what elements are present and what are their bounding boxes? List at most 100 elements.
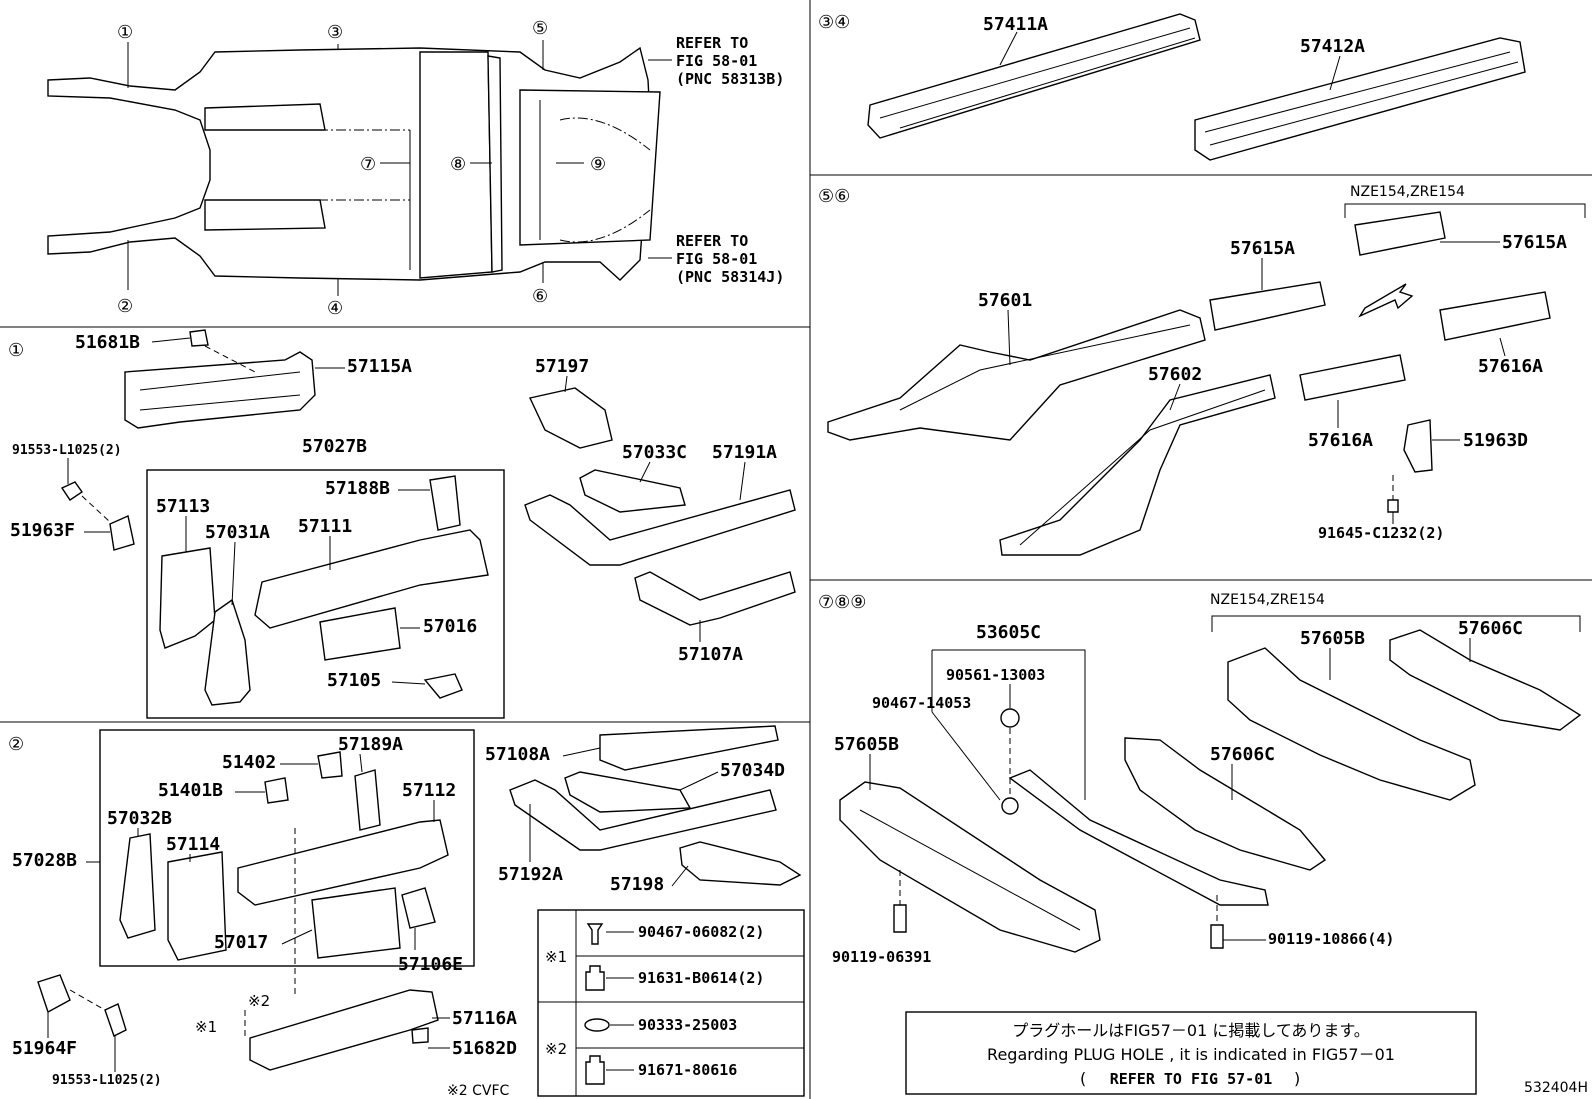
part-57113: 57113: [156, 496, 210, 517]
part-90119-06391: 90119-06391: [832, 948, 931, 966]
part-51964F: 51964F: [12, 1038, 77, 1059]
part-57016: 57016: [423, 616, 477, 637]
notice-jp: プラグホールはFIG57－01 に掲載してあります。: [1012, 1021, 1370, 1040]
part-51401B: 51401B: [158, 780, 223, 801]
notice-ref-open: (: [1080, 1069, 1086, 1088]
svg-text:REFER TO: REFER TO: [676, 34, 748, 52]
part-57112: 57112: [402, 780, 456, 801]
variant-label: NZE154,ZRE154: [1350, 184, 1465, 200]
section-1: ① 51681B 57115A 91553-: [8, 329, 796, 719]
part-57189A: 57189A: [338, 734, 403, 755]
fastener-table: ※1 ※2 90467-06082(2) 91631-B0614(2) 9033…: [537, 909, 805, 1097]
part-57028B: 57028B: [12, 850, 77, 871]
part-57412A: 57412A: [1300, 36, 1365, 57]
part-90467-14053: 90467-14053: [872, 694, 971, 712]
callout-2: ②: [117, 296, 133, 317]
part-57106E: 57106E: [398, 954, 463, 975]
part-91553-L1025: 91553-L1025(2): [12, 443, 122, 458]
svg-text:REFER TO: REFER TO: [676, 232, 748, 250]
fastener-91671-80616: 91671-80616: [638, 1061, 737, 1079]
part-57606C-left: 57606C: [1210, 744, 1275, 765]
part-91553-L1025-b: 91553-L1025(2): [52, 1073, 162, 1088]
part-51402: 51402: [222, 752, 276, 773]
part-57192A: 57192A: [498, 864, 563, 885]
overview-floor-frame: [47, 40, 672, 296]
mark-2: ※2: [248, 992, 270, 1010]
callout-4: ④: [327, 298, 343, 319]
part-57605B-right: 57605B: [1300, 628, 1365, 649]
part-57031A: 57031A: [205, 522, 270, 543]
part-90119-10866: 90119-10866(4): [1268, 930, 1394, 948]
part-57197: 57197: [535, 356, 589, 377]
part-51682D: 51682D: [452, 1038, 517, 1059]
part-57606C-right: 57606C: [1458, 618, 1523, 639]
part-57191A: 57191A: [712, 442, 777, 463]
footnote-cvfc: ※2 CVFC: [447, 1083, 509, 1099]
part-57032B: 57032B: [107, 808, 172, 829]
callout-1: ①: [117, 22, 133, 43]
callout-9: ⑨: [590, 154, 606, 175]
part-51681B: 51681B: [75, 332, 140, 353]
notice-en: Regarding PLUG HOLE , it is indicated in…: [987, 1045, 1395, 1064]
part-57107A: 57107A: [678, 644, 743, 665]
part-57615A-variant: 57615A: [1502, 232, 1567, 253]
fastener-91631-B0614: 91631-B0614(2): [638, 969, 764, 987]
svg-text:FIG 58-01: FIG 58-01: [676, 250, 757, 268]
overview-callouts: ① ③ ⑤ ⑦ ⑧ ⑨ ② ④ ⑥: [117, 18, 606, 319]
part-57616A-variant: 57616A: [1478, 356, 1543, 377]
section-2: ② 51402 571: [8, 725, 802, 1099]
fastener-90333-25003: 90333-25003: [638, 1016, 737, 1034]
variant-label: NZE154,ZRE154: [1210, 592, 1325, 608]
part-57411A: 57411A: [983, 14, 1048, 35]
part-57188B: 57188B: [325, 478, 390, 499]
section-3-4: ③④ 57411A 57412A: [818, 12, 1526, 161]
part-57605B-left: 57605B: [834, 734, 899, 755]
mark-1: ※1: [195, 1018, 217, 1036]
svg-text:(PNC 58313B): (PNC 58313B): [676, 70, 784, 88]
callout-8: ⑧: [450, 154, 466, 175]
group-mark-2: ※2: [545, 1040, 567, 1058]
part-57108A: 57108A: [485, 744, 550, 765]
part-57027B: 57027B: [302, 436, 367, 457]
figure-id: 532404H: [1524, 1080, 1588, 1096]
section-header: ②: [8, 734, 24, 755]
part-57601: 57601: [978, 290, 1032, 311]
part-57115A: 57115A: [347, 356, 412, 377]
fastener-90467-06082: 90467-06082(2): [638, 923, 764, 941]
section-header: ③④: [818, 12, 850, 33]
part-57105: 57105: [327, 670, 381, 691]
part-57602: 57602: [1148, 364, 1202, 385]
part-57017: 57017: [214, 932, 268, 953]
section-header: ⑦⑧⑨: [818, 592, 866, 613]
part-53605C: 53605C: [976, 622, 1041, 643]
part-51963D: 51963D: [1463, 430, 1528, 451]
section-header: ①: [8, 340, 24, 361]
section-7-8-9: ⑦⑧⑨ NZE154,ZRE154 53605C 90561-13003 904…: [818, 592, 1582, 966]
part-91645-C1232: 91645-C1232(2): [1318, 524, 1444, 542]
callout-5: ⑤: [532, 18, 548, 39]
group-mark-1: ※1: [545, 948, 567, 966]
part-57615A: 57615A: [1230, 238, 1295, 259]
callout-3: ③: [327, 22, 343, 43]
part-57114: 57114: [166, 834, 220, 855]
part-57198: 57198: [610, 874, 664, 895]
callout-6: ⑥: [532, 286, 548, 307]
notice-ref: REFER TO FIG 57-01: [1110, 1070, 1273, 1088]
callout-7: ⑦: [360, 154, 376, 175]
overview-refer-bottom: REFER TO FIG 58-01 (PNC 58314J): [676, 232, 784, 286]
section-5-6: ⑤⑥ NZE154,ZRE154 57601 57615A 57615A 576…: [818, 184, 1586, 556]
svg-text:FIG 58-01: FIG 58-01: [676, 52, 757, 70]
part-90561-13003: 90561-13003: [946, 666, 1045, 684]
part-57116A: 57116A: [452, 1008, 517, 1029]
section-header: ⑤⑥: [818, 186, 850, 207]
svg-text:(PNC 58314J): (PNC 58314J): [676, 268, 784, 286]
part-57111: 57111: [298, 516, 352, 537]
overview-refer-top: REFER TO FIG 58-01 (PNC 58313B): [676, 34, 784, 88]
plug-hole-notice: プラグホールはFIG57－01 に掲載してあります。 Regarding PLU…: [905, 1011, 1477, 1095]
part-57033C: 57033C: [622, 442, 687, 463]
part-51963F: 51963F: [10, 520, 75, 541]
part-57616A: 57616A: [1308, 430, 1373, 451]
part-57034D: 57034D: [720, 760, 785, 781]
